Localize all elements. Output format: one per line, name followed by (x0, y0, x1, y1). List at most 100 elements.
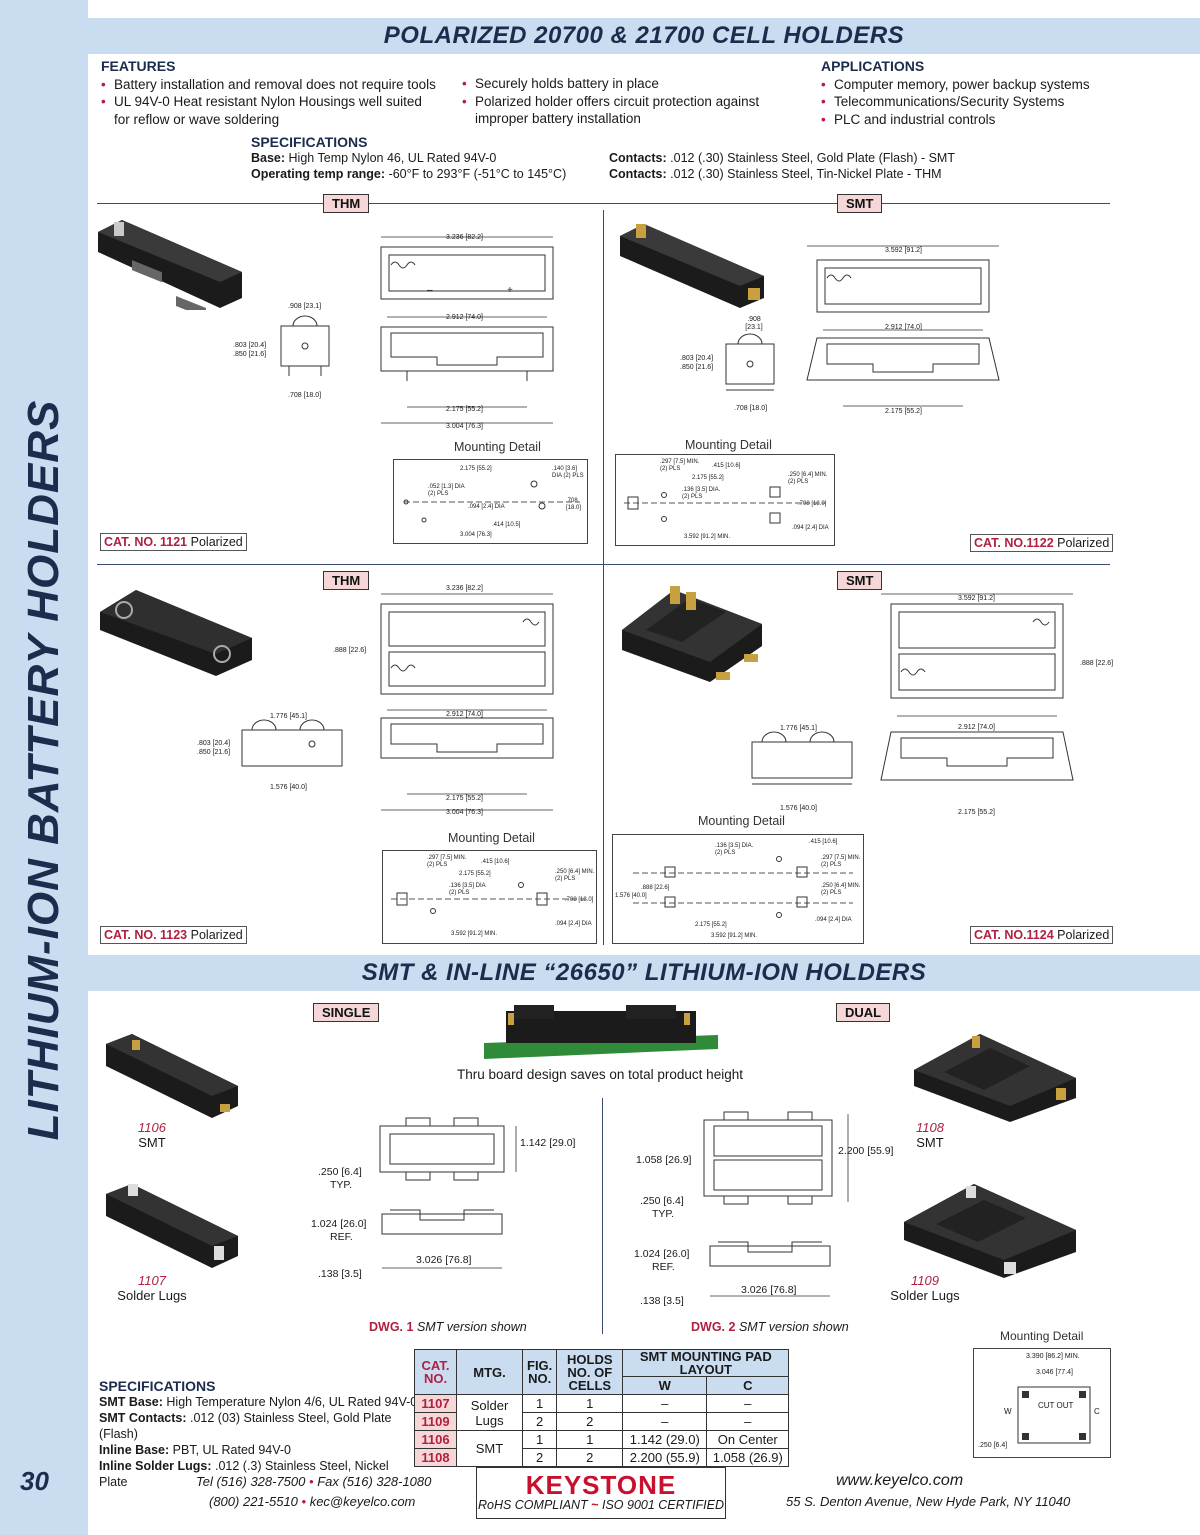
dim-label: 3.026 [76.8] (741, 1284, 797, 1296)
footer-website[interactable]: www.keyelco.com (836, 1472, 964, 1489)
drawing-1123-side (241, 719, 343, 767)
dim-label: 2.200 [55.9] (838, 1145, 894, 1157)
md-label: 1.576 [40.0] (615, 893, 647, 899)
md-label: W (1004, 1407, 1012, 1416)
product-caption-1109: 1109 Solder Lugs (883, 1273, 967, 1303)
iso-label: ISO 9001 CERTIFIED (601, 1498, 725, 1512)
md-label: .297 [7.5] MIN. (2) PLS (660, 459, 700, 472)
drawing-1124-top (880, 593, 1074, 781)
svg-text:–: – (427, 285, 433, 296)
specifications-title: SPECIFICATIONS (251, 134, 368, 150)
dim-label: .803 [20.4] (680, 355, 714, 362)
grid-divider (97, 203, 1110, 204)
drawing-1124-side (751, 731, 853, 785)
feature-item: Securely holds battery in place (462, 75, 772, 93)
catalog-label-1122: CAT. NO.1122 Polarized (970, 534, 1114, 552)
mounting-detail-26650: 3.390 [86.2] MIN. 3.046 [77.4] CUT OUT W… (973, 1348, 1111, 1458)
th-cat: CAT. NO. (414, 1349, 457, 1395)
md-label: .888 [22.6] (641, 885, 670, 891)
spec-value: .012 (.30) Stainless Steel, Tin-Nickel P… (670, 167, 942, 181)
mounting-detail-1122: .297 [7.5] MIN. (2) PLS .415 [10.6] .250… (615, 454, 835, 546)
dim-label: .803 [20.4] (197, 740, 231, 747)
table-row: 1107 Solder Lugs 1 1 – – (414, 1394, 790, 1431)
dim-label: 2.175 [55.2] (446, 406, 483, 413)
holder-photo-1122 (620, 224, 764, 308)
md-label: .250 [6.4] MIN. (2) PLS (788, 472, 828, 485)
cell-cat: 1106 (414, 1430, 457, 1449)
th-c: C (706, 1376, 790, 1395)
catalog-label-1123: CAT. NO. 1123 Polarized (100, 926, 247, 944)
spec-label: SMT Contacts: (99, 1411, 187, 1425)
md-label: .415 [10.6] (809, 839, 838, 845)
cell-mtg: Solder Lugs (456, 1394, 523, 1431)
spec-label: Operating temp range: (251, 167, 386, 181)
spec-label: Contacts: (609, 167, 667, 181)
cell-fig: 1 (521, 1394, 558, 1413)
footer-email[interactable]: kec@keyelco.com (309, 1494, 416, 1509)
features-block: FEATURES Battery installation and remova… (101, 58, 441, 128)
cell-c: On Center (706, 1430, 790, 1449)
dim-label: .850 [21.6] (680, 364, 714, 371)
mounting-detail-title: Mounting Detail (454, 440, 541, 454)
md-label: 3.390 [86.2] MIN. (1026, 1353, 1080, 1360)
side-bar (0, 0, 88, 1535)
cat-number: CAT. NO. 1123 (104, 928, 188, 942)
md-label: .140 [3.6] DIA (2) PLS (552, 466, 584, 479)
dim-label: .888 [22.6] (1080, 660, 1114, 667)
dim-label: 1.058 [26.9] (636, 1154, 692, 1166)
tag-dual: DUAL (836, 1003, 891, 1022)
catalog-label-1121: CAT. NO. 1121 Polarized (100, 533, 247, 551)
mounting-detail-1123: .297 [7.5] MIN. (2) PLS .415 [10.6] .250… (382, 850, 597, 944)
dim-label: 2.912 [74.0] (885, 324, 922, 331)
applications-title: APPLICATIONS (821, 58, 925, 74)
dim-label: 1.576 [40.0] (780, 805, 817, 812)
cell-fig: 2 (521, 1412, 558, 1431)
cell-w: 1.142 (29.0) (622, 1430, 708, 1449)
cell-cat: 1107 (414, 1394, 457, 1413)
drawing-1123-top (380, 593, 554, 811)
holder-photo-1109 (904, 1184, 1076, 1278)
md-label: CUT OUT (1038, 1401, 1074, 1410)
md-label: .708 [18.0] (566, 498, 582, 511)
dwg-number: DWG. 1 (369, 1320, 414, 1334)
md-geometry (624, 486, 826, 524)
md-label: .708 [18.0] (565, 897, 594, 903)
md-label: 2.175 [55.2] (692, 475, 724, 481)
specifications-top: SPECIFICATIONS Base: High Temp Nylon 46,… (251, 134, 611, 182)
cell-cells: 2 (556, 1448, 624, 1467)
holder-photo-1107 (106, 1184, 238, 1268)
dim-label: .888 [22.6] (333, 647, 367, 654)
product-number: 1107 (138, 1273, 166, 1288)
md-label: .297 [7.5] MIN. (2) PLS (427, 855, 467, 868)
keystone-logo-box: KEYSTONE RoHS COMPLIANT ~ ISO 9001 CERTI… (476, 1467, 726, 1519)
cell-mtg: SMT (456, 1430, 523, 1467)
application-item: Computer memory, power backup systems (821, 76, 1121, 94)
cell-fig: 1 (521, 1430, 558, 1449)
thru-board-photo (484, 1005, 718, 1059)
tag-thm: THM (323, 194, 370, 213)
spec-value: High Temp Nylon 46, UL Rated 94V-0 (288, 151, 497, 165)
product-label: SMT (916, 1135, 944, 1150)
cat-suffix: Polarized (190, 535, 243, 549)
spec-value: -60°F to 293°F (-51°C to 145°C) (388, 167, 567, 181)
md-label: .708 [18.0] (798, 501, 827, 507)
md-label: 3.592 [91.2] MIN. (451, 931, 498, 937)
svg-text:+: + (507, 285, 513, 296)
footer-contact-line-1: Tel (516) 328-7500 • Fax (516) 328-1080 (196, 1474, 432, 1489)
product-caption-1108: 1108 SMT (890, 1120, 970, 1150)
thru-board-caption: Thru board design saves on total product… (457, 1067, 743, 1082)
dim-label: 2.912 [74.0] (446, 711, 483, 718)
feature-item: Polarized holder offers circuit protecti… (462, 93, 772, 128)
md-label: .415 [10.6] (481, 859, 510, 865)
dim-label: 2.175 [55.2] (958, 809, 995, 816)
dim-label: 3.004 [76.3] (446, 423, 483, 430)
dim-label: 1.024 [26.0] (311, 1218, 367, 1230)
md-label: .250 [6.4] MIN. (2) PLS (555, 869, 595, 882)
dim-label: 3.004 [76.3] (446, 809, 483, 816)
cell-cells: 1 (556, 1394, 624, 1413)
mounting-detail-1124: .136 [3.5] DIA. (2) PLS .415 [10.6] .297… (612, 834, 864, 944)
md-geometry (391, 882, 589, 914)
cat-suffix: Polarized (190, 928, 243, 942)
dwg-number: DWG. 2 (691, 1320, 736, 1334)
md-label: .297 [7.5] MIN. (2) PLS (821, 855, 861, 868)
